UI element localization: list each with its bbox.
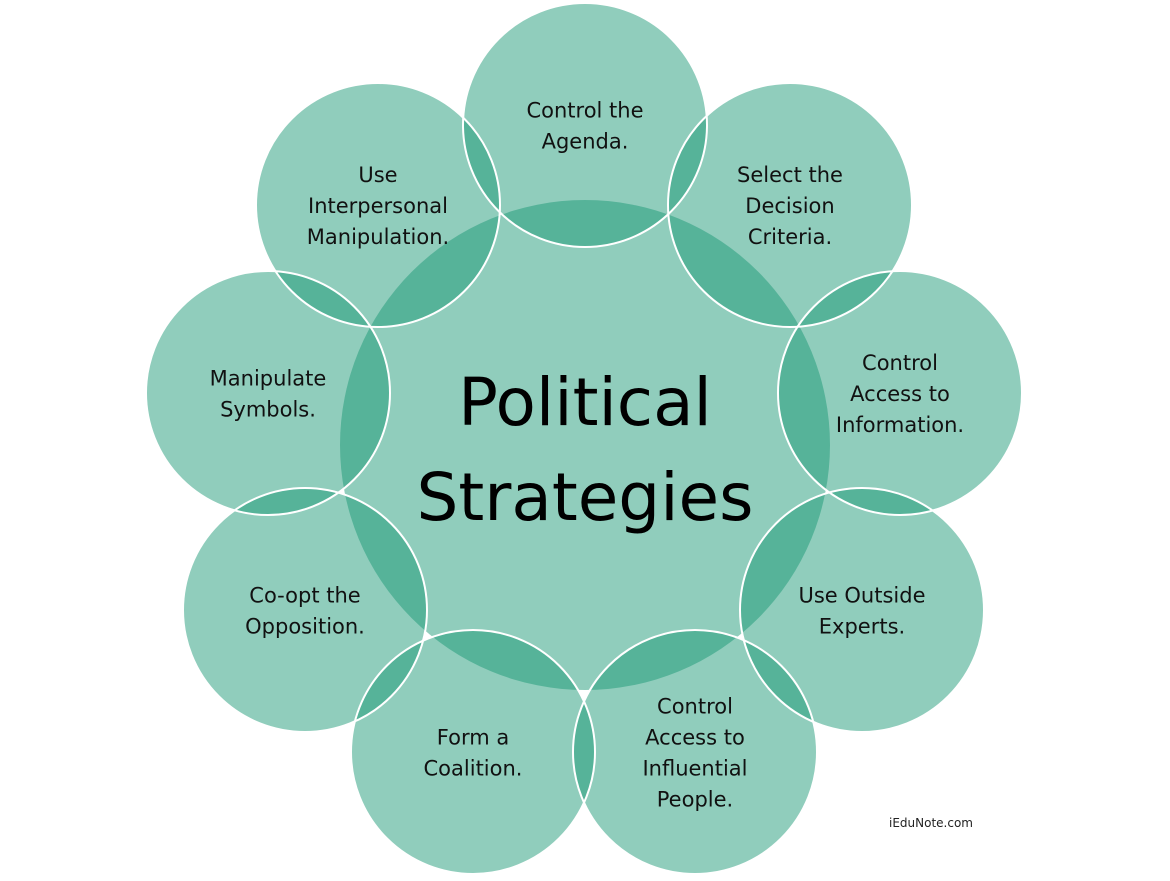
strategy-circle-outline <box>255 82 501 328</box>
strategy-label: Control <box>657 695 733 719</box>
strategy-circle-outline <box>777 270 1023 516</box>
strategy-label: Use Outside <box>798 584 925 608</box>
strategy-label: Access to <box>645 726 745 750</box>
strategy-label: Criteria. <box>748 225 832 249</box>
strategy-circle-outline <box>182 487 428 733</box>
strategy-circle <box>351 630 595 874</box>
strategy-circle-outline <box>572 629 818 875</box>
strategy-label: Agenda. <box>542 130 629 154</box>
strategy-circle <box>256 83 500 327</box>
strategy-label: Use <box>358 163 397 187</box>
strategy-circle <box>668 83 912 327</box>
strategy-label: Opposition. <box>245 615 365 639</box>
strategy-label: Influential <box>642 757 747 781</box>
strategy-circle <box>778 271 1022 515</box>
strategy-label: Manipulate <box>210 367 327 391</box>
center-circle <box>340 200 830 690</box>
strategy-circle <box>573 630 817 874</box>
strategy-label: Control the <box>526 99 643 123</box>
strategy-circle <box>463 3 707 247</box>
center-title-line-2: Strategies <box>416 459 753 536</box>
strategy-label: Form a <box>437 726 509 750</box>
center-title-line-1: Political <box>458 364 712 441</box>
strategy-label: Select the <box>737 163 843 187</box>
strategy-circle <box>740 488 984 732</box>
strategy-circle <box>183 488 427 732</box>
strategy-label: Co-opt the <box>249 584 360 608</box>
strategy-label: Symbols. <box>220 398 316 422</box>
watermark: iEduNote.com <box>889 816 973 830</box>
strategy-label: Access to <box>850 382 950 406</box>
strategy-circle-outline <box>462 2 708 248</box>
strategy-label: Control <box>862 351 938 375</box>
strategy-circle-outline <box>739 487 985 733</box>
strategy-label: Coalition. <box>424 757 523 781</box>
strategy-label: Manipulation. <box>307 225 449 249</box>
strategy-circle <box>146 271 390 515</box>
strategy-label: Decision <box>745 194 834 218</box>
strategy-label: People. <box>657 788 733 812</box>
strategy-label: Interpersonal <box>308 194 448 218</box>
strategy-circle-outline <box>145 270 391 516</box>
strategy-circle-outline <box>350 629 596 875</box>
strategy-label: Experts. <box>819 615 905 639</box>
strategy-circle-outline <box>667 82 913 328</box>
strategy-label: Information. <box>836 413 964 437</box>
